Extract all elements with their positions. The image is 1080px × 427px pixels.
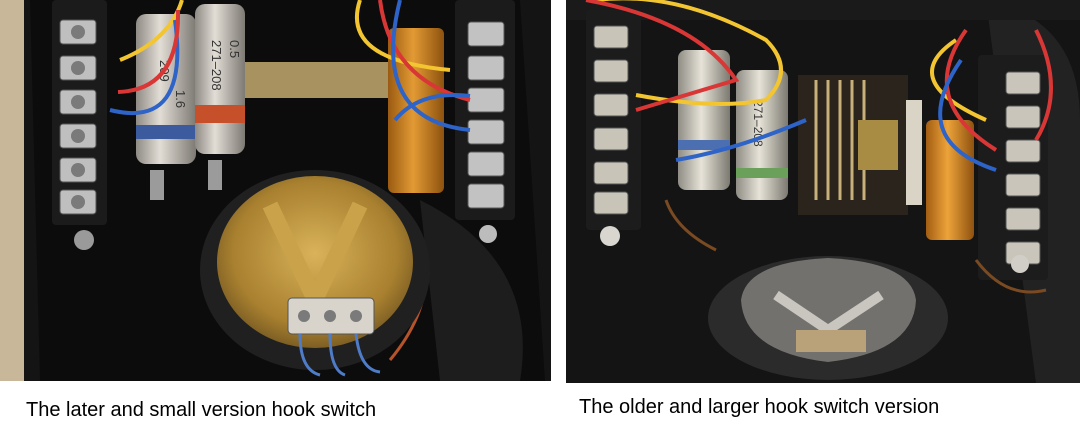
right-terminal-strip [455, 0, 515, 243]
hook-switch-large [708, 256, 948, 380]
right-capacitor-label: 271–208 [751, 100, 765, 147]
capacitor-1-value: 1.6 [173, 90, 188, 108]
left-photo-illustration: 209 1.6 271–208 0.5 [0, 0, 551, 381]
left-caption: The later and small version hook switch [26, 399, 377, 421]
left-photo: 209 1.6 271–208 0.5 [0, 0, 551, 381]
right-right-terminal-strip [978, 55, 1048, 280]
right-caption: The older and larger hook switch version [579, 396, 940, 418]
right-photo: 271–208 [566, 0, 1080, 383]
capacitor-2-value: 0.5 [227, 40, 242, 58]
capacitor-2-label: 271–208 [209, 40, 224, 91]
right-photo-illustration: 271–208 [566, 0, 1080, 383]
left-terminal-strip [52, 0, 107, 250]
hook-switch-small [200, 170, 430, 377]
wiring [109, 0, 471, 361]
relay-contacts [798, 75, 922, 215]
right-capacitor-silver-2: 271–208 [736, 70, 788, 200]
right-wiring [585, 0, 1053, 294]
right-capacitor-silver-1 [678, 50, 730, 190]
capacitor-silver-2: 271–208 0.5 [195, 4, 245, 190]
right-left-terminal-strip [586, 10, 641, 246]
brass-bracket [245, 62, 395, 98]
right-capacitor-orange [926, 120, 974, 240]
